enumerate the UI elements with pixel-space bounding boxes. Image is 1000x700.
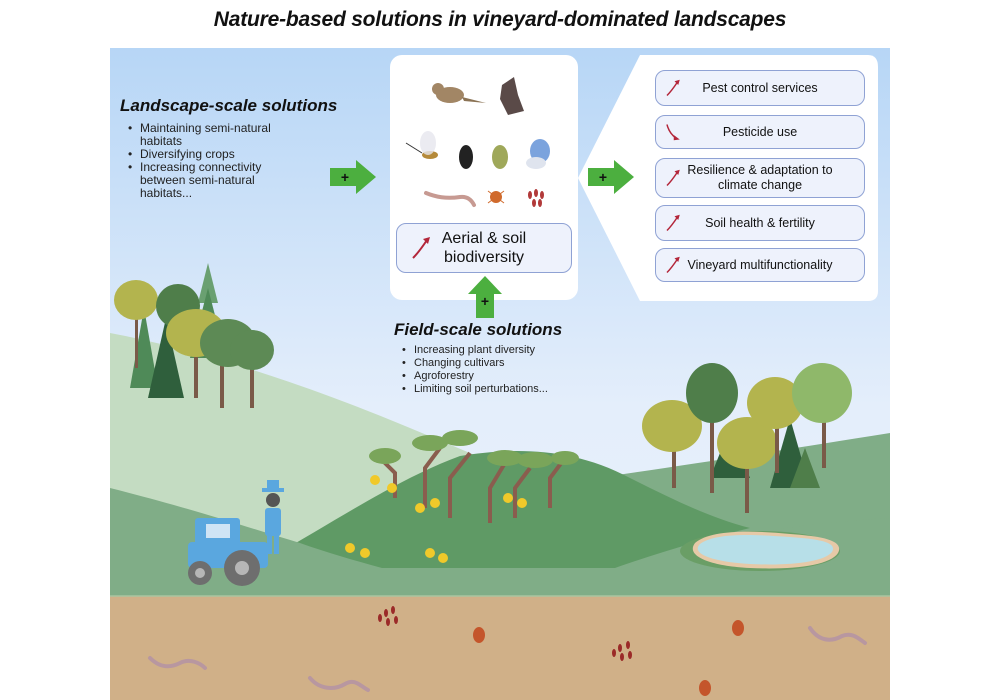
mite-icon <box>487 190 505 204</box>
outcome-item: Soil health & fertility <box>655 205 865 241</box>
springtail-icon <box>378 606 398 626</box>
springtail-icon <box>528 189 544 207</box>
outcome-label: Soil health & fertility <box>705 215 815 230</box>
outcome-item: Vineyard multifunctionality <box>655 248 865 282</box>
springtail-icon <box>612 641 632 661</box>
left-forest <box>114 263 274 408</box>
plus-arrow-up: + <box>468 276 502 318</box>
butterfly-icon <box>526 139 550 169</box>
right-forest <box>642 363 852 513</box>
field-solutions-heading: Field-scale solutions <box>394 320 563 339</box>
grapevine-foliage <box>369 430 579 468</box>
list-item: Limiting soil perturbations... <box>400 383 620 396</box>
earthworm-icon <box>148 656 207 670</box>
increase-arrow-icon <box>666 79 680 97</box>
decrease-arrow-icon <box>666 124 680 141</box>
beetle-icon <box>459 145 473 169</box>
bird-icon <box>432 83 486 103</box>
outcome-item: Pesticide use <box>655 115 865 149</box>
list-item: Agroforestry <box>400 370 620 383</box>
list-item: Increasing connectivity between semi-nat… <box>126 161 306 200</box>
mite-icon <box>699 680 711 696</box>
outcome-label: Pesticide use <box>722 124 798 139</box>
organism-illustrations <box>405 77 550 207</box>
list-item: Maintaining semi-natural habitats <box>126 122 306 148</box>
outcome-item: Pest control services <box>655 70 865 106</box>
increase-arrow-icon <box>666 214 680 232</box>
outcome-label: Pest control services <box>702 80 818 95</box>
plus-arrow-right: + <box>330 160 376 194</box>
earthworm-icon <box>308 676 370 692</box>
mite-icon <box>473 627 485 643</box>
list-item: Diversifying crops <box>126 148 306 162</box>
increase-arrow-icon <box>666 256 680 274</box>
aphid-icon <box>492 145 508 169</box>
svg-text:+: + <box>481 293 489 309</box>
tractor <box>188 518 268 586</box>
pond <box>680 531 840 571</box>
earthworm-icon <box>424 191 476 207</box>
earthworm-icon <box>808 626 867 645</box>
increase-arrow-icon <box>666 169 680 187</box>
mite-icon <box>732 620 744 636</box>
svg-text:+: + <box>341 169 349 185</box>
svg-text:+: + <box>599 169 607 185</box>
increase-arrow-icon <box>412 237 430 259</box>
landscape-solutions-heading: Landscape-scale solutions <box>120 96 338 115</box>
field-solutions-list: Increasing plant diversity Changing cult… <box>400 344 620 396</box>
soil-fauna <box>148 606 867 696</box>
wasp-icon <box>405 131 438 159</box>
landscape-solutions-list: Maintaining semi-natural habitats Divers… <box>126 122 306 200</box>
list-item: Increasing plant diversity <box>400 344 620 357</box>
dandelions <box>345 475 527 563</box>
soil <box>110 596 890 700</box>
outcome-label: Vineyard multifunctionality <box>687 257 833 272</box>
plus-arrow-right: + <box>588 160 634 194</box>
list-item: Changing cultivars <box>400 357 620 370</box>
farmer <box>262 480 284 554</box>
bat-icon <box>500 77 524 115</box>
figure-title: Nature-based solutions in vineyard-domin… <box>213 8 787 31</box>
landscape-scene: Landscape-scale solutions Maintaining se… <box>110 48 890 700</box>
